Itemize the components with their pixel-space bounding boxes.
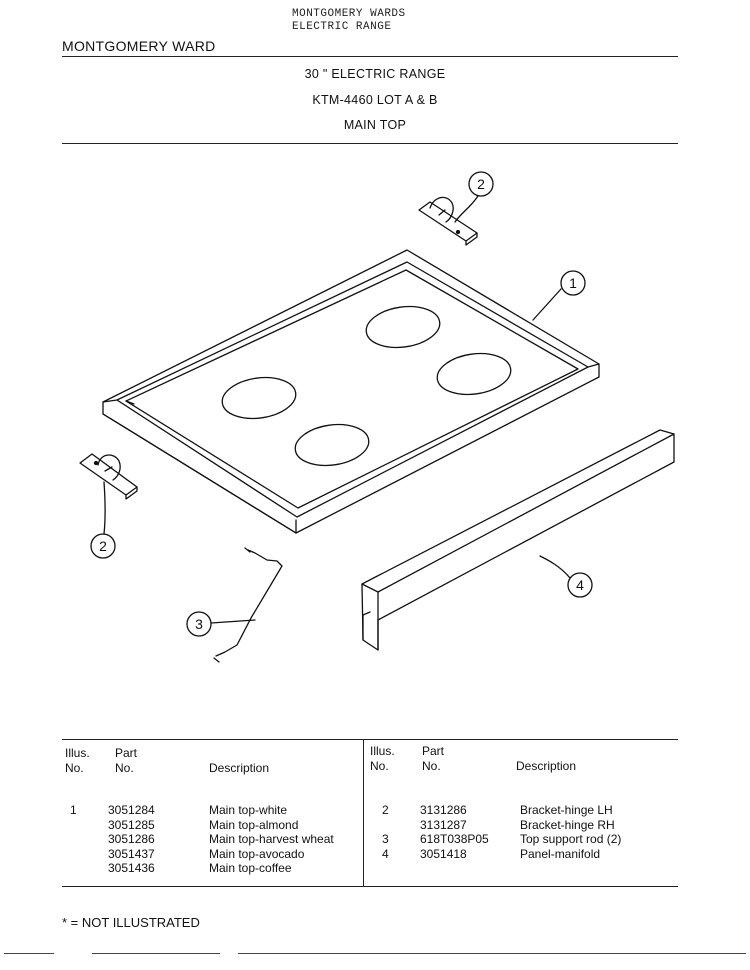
- table-cell: 3131286: [420, 803, 467, 817]
- table-top-rule: [62, 739, 678, 740]
- header-description-left: Description: [209, 761, 270, 775]
- callout-3: 3: [186, 611, 256, 637]
- table-bottom-rule: [62, 886, 678, 887]
- left-part-column: 3051284 3051285 3051286 3051437 3051436: [108, 803, 155, 876]
- svg-text:2: 2: [99, 538, 107, 554]
- bottom-edge-line: [4, 953, 54, 954]
- table-cell: 3131287: [420, 817, 467, 832]
- header-description-right: Description: [516, 759, 577, 773]
- bottom-edge-line: [92, 953, 220, 954]
- header-illus-no-right: Illus.No.: [370, 744, 395, 773]
- svg-text:4: 4: [576, 577, 584, 593]
- table-cell: Main top-white: [209, 803, 288, 817]
- title-line3: MAIN TOP: [343, 118, 407, 132]
- right-desc-column: Bracket-hinge LH Bracket-hinge RH Top su…: [520, 803, 621, 861]
- table-cell: 3051284: [108, 803, 155, 817]
- title-rule: [62, 143, 678, 144]
- callout-2-upper: 2: [454, 171, 494, 223]
- svg-text:3: 3: [195, 616, 203, 632]
- table-cell: 4: [382, 846, 389, 861]
- left-desc-column: Main top-white Main top-almond Main top-…: [209, 803, 334, 876]
- callout-2-lower: 2: [90, 481, 116, 559]
- brand-name: MONTGOMERY WARD: [62, 38, 216, 54]
- header-rule: [62, 56, 678, 57]
- table-cell: Main top-harvest wheat: [209, 832, 334, 846]
- callout-4: 4: [539, 555, 593, 598]
- main-top-part: [102, 249, 600, 534]
- table-cell: 2: [382, 803, 389, 817]
- table-cell: [382, 818, 389, 833]
- table-cell: 3051286: [108, 832, 155, 846]
- bottom-edge-line: [238, 953, 746, 954]
- svg-text:1: 1: [569, 275, 577, 291]
- table-divider: [363, 739, 364, 886]
- panel-manifold-part: [361, 429, 675, 651]
- bracket-hinge-lower-part: [79, 453, 138, 500]
- table-cell: Main top-avocado: [209, 846, 305, 861]
- table-cell: 3051418: [420, 846, 467, 861]
- table-cell: 1: [70, 803, 77, 817]
- support-rod-part: [213, 547, 283, 663]
- right-part-column: 3131286 3131287 618T038P05 3051418: [420, 803, 489, 861]
- table-cell: Bracket-hinge LH: [520, 803, 613, 817]
- table-cell: 3051285: [108, 817, 155, 832]
- table-cell: 3: [382, 832, 389, 846]
- table-cell: Main top-almond: [209, 817, 299, 832]
- table-cell: Bracket-hinge RH: [520, 817, 615, 832]
- callout-1: 1: [532, 270, 586, 321]
- typed-header-line1: MONTGOMERY WARDS: [292, 8, 406, 20]
- title-line2: KTM-4460 LOT A & B: [312, 93, 438, 107]
- typed-header-line2: ELECTRIC RANGE: [292, 21, 392, 33]
- footnote: * = NOT ILLUSTRATED: [62, 915, 200, 930]
- table-cell: 3051437: [108, 846, 155, 861]
- right-illus-column: 2 3 4: [382, 803, 389, 861]
- parts-diagram: 1 2 2 3 4: [79, 171, 675, 663]
- table-cell: Main top-coffee: [209, 861, 292, 875]
- table-cell: 618T038P05: [420, 832, 489, 846]
- left-illus-column: 1: [70, 803, 77, 818]
- table-cell: 3051436: [108, 861, 155, 875]
- header-illus-no-left: Illus.No.: [65, 746, 90, 775]
- bracket-hinge-upper-part: [418, 196, 478, 246]
- title-line1: 30 " ELECTRIC RANGE: [304, 67, 446, 81]
- svg-text:2: 2: [477, 176, 485, 192]
- table-cell: Top support rod (2): [520, 832, 622, 846]
- table-cell: Panel-manifold: [520, 846, 601, 861]
